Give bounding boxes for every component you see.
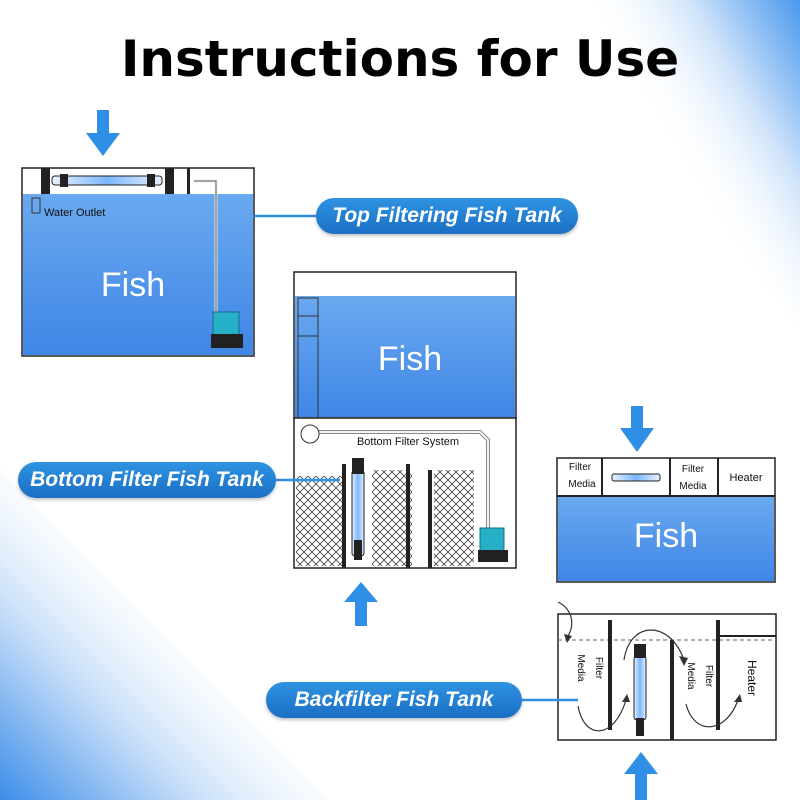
filter-media-2-line1: Filter (682, 464, 705, 475)
bottom-filter-system-label: Bottom Filter System (357, 436, 459, 448)
page-title: Instructions for Use (120, 30, 680, 88)
backfilter-tank-side (557, 601, 777, 741)
backfilter-tank-label: Backfilter Fish Tank (266, 682, 522, 718)
filter-media-3-line2: Media (575, 654, 586, 682)
top-filtering-tank-label: Top Filtering Fish Tank (316, 198, 578, 234)
top-filtering-tank (21, 167, 255, 357)
fish-label-top: Fish (101, 266, 165, 304)
up-arrow-icon-bottom (344, 582, 378, 626)
up-arrow-icon-back (624, 752, 658, 800)
filter-media-1-line2: Media (568, 479, 596, 490)
water-outlet-label: Water Outlet (44, 207, 105, 219)
water-pump-icon (211, 311, 243, 348)
filter-media-1-line1: Filter (569, 462, 592, 473)
filter-media-4-line1: Filter (703, 665, 714, 688)
down-arrow-icon-top (86, 110, 120, 156)
filter-media-2-line2: Media (679, 481, 707, 492)
down-arrow-icon-back (620, 406, 654, 452)
fish-label-bottom: Fish (378, 340, 442, 378)
bottom-filter-tank-label: Bottom Filter Fish Tank (18, 462, 276, 498)
filter-media-4-line2: Media (685, 662, 696, 690)
heater-label-top: Heater (729, 472, 762, 484)
backfilter-tank-top (556, 457, 776, 583)
bottom-pump-icon (478, 527, 508, 562)
heater-label-side: Heater (745, 660, 759, 696)
fish-label-back: Fish (634, 517, 698, 555)
filter-media-3-line1: Filter (593, 657, 604, 680)
bottom-filter-tank (293, 271, 517, 569)
